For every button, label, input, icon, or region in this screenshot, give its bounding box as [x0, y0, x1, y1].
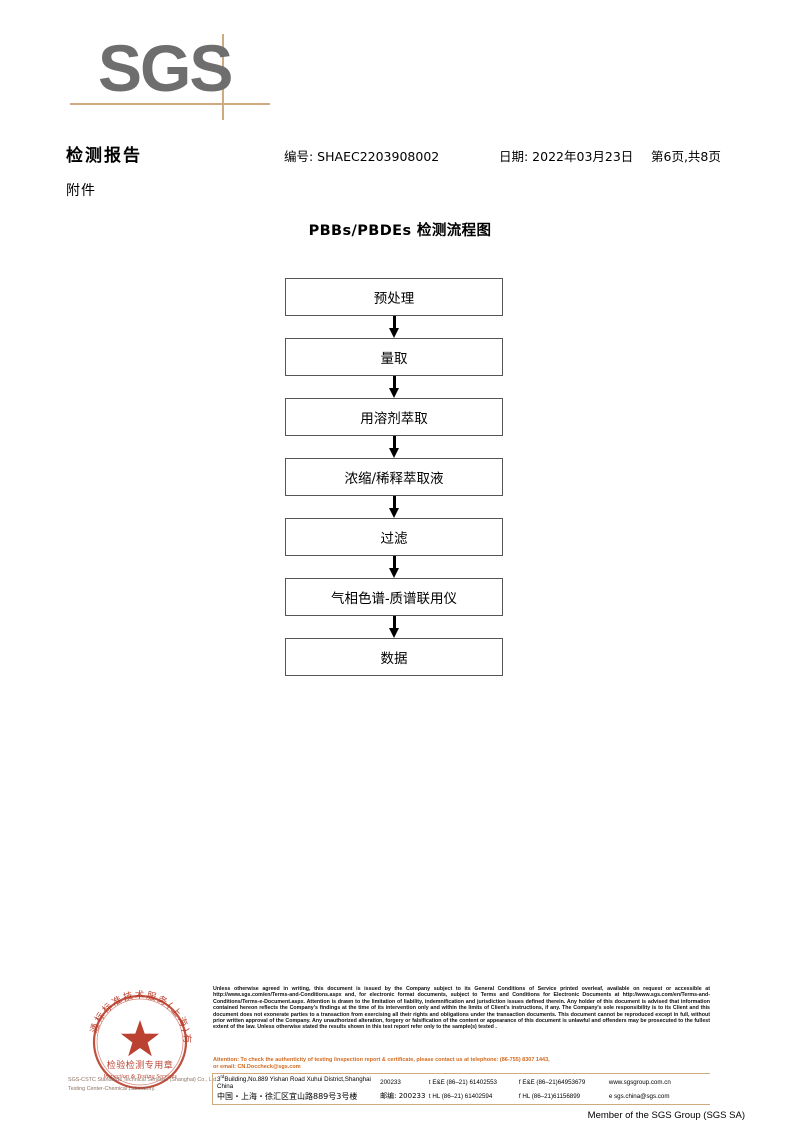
company-seal-stamp: 通标标准技术服务(上海)有限公司 检验检测专用章 Inspection & Te… [84, 986, 196, 1098]
arrow-shaft [392, 556, 396, 571]
flow-arrow [285, 496, 503, 518]
flow-arrow [285, 616, 503, 638]
address-en-text: Building,No.889 Yishan Road Xuhui Distri… [217, 1076, 371, 1091]
sgs-logo: SGS [70, 31, 270, 120]
flow-arrow [285, 376, 503, 398]
arrow-head-icon [388, 448, 399, 458]
flow-step-measure: 量取 [285, 338, 503, 376]
flow-step-solvent-extraction: 用溶剂萃取 [285, 398, 503, 436]
flow-step-label: 数据 [380, 651, 408, 667]
address-row-cn: 中国・上海・徐汇区宜山路889号3号楼 邮编: 200233 t HL (86–… [217, 1089, 712, 1103]
address-en-prefix: 3 [217, 1076, 221, 1084]
arrow-head-icon [388, 628, 399, 638]
fax-ee: f E&E (86–21)64953679 [518, 1078, 586, 1086]
attention-notice: Attention: To check the authenticity of … [213, 1057, 710, 1070]
flow-step-label: 气相色谱-质谱联用仪 [330, 591, 458, 607]
arrow-head-icon [388, 508, 399, 518]
address-en: 3rdBuilding,No.889 Yishan Road Xuhui Dis… [217, 1074, 380, 1090]
flow-step-label: 量取 [380, 351, 408, 367]
zip-en: 200233 [380, 1078, 401, 1086]
flowchart: 预处理 量取 用溶剂萃取 浓缩/稀释萃取液 过滤 气相色谱-质谱联用仪 数据 [285, 278, 503, 676]
flow-step-gcms: 气相色谱-质谱联用仪 [285, 578, 503, 616]
flow-step-label: 用溶剂萃取 [360, 411, 428, 427]
flow-step-label: 过滤 [380, 531, 408, 547]
arrow-shaft [392, 316, 396, 331]
address-top-rule [213, 1073, 710, 1074]
flow-step-data: 数据 [285, 638, 503, 676]
address-left-rule [212, 1073, 213, 1105]
attention-line-1: Attention: To check the authenticity of … [213, 1057, 550, 1063]
arrow-head-icon [388, 568, 399, 578]
address-block: 3rdBuilding,No.889 Yishan Road Xuhui Dis… [217, 1074, 712, 1103]
page-indicator: 第6页,共8页 [651, 149, 721, 164]
arrow-shaft [392, 376, 396, 391]
logo-vertical-rule [222, 34, 224, 120]
legal-disclaimer: Unless otherwise agreed in writing, this… [213, 986, 710, 1031]
legal-paragraph: Unless otherwise agreed in writing, this… [213, 986, 710, 1031]
report-date: 日期: 2022年03月23日 [499, 149, 634, 164]
flow-step-label: 浓缩/稀释萃取液 [344, 471, 444, 487]
fax-hl: f HL (86–21)61156899 [518, 1092, 581, 1100]
arrow-shaft [392, 496, 396, 511]
flow-arrow [285, 316, 503, 338]
arrow-shaft [392, 436, 396, 451]
address-en-superscript: rd [220, 1073, 225, 1079]
page-title: 检测报告 [66, 146, 142, 166]
logo-horizontal-rule [70, 103, 270, 105]
address-row-en: 3rdBuilding,No.889 Yishan Road Xuhui Dis… [217, 1074, 712, 1090]
address-bottom-rule [213, 1104, 710, 1106]
flow-step-pretreatment: 预处理 [285, 278, 503, 316]
tel-hl: t HL (86–21) 61402594 [428, 1092, 493, 1100]
member-of-sgs-group: Member of the SGS Group (SGS SA) [587, 1110, 745, 1121]
seal-company-name: SGS-CSTC Standards Technical Services (S… [68, 1077, 218, 1092]
arrow-shaft [392, 616, 396, 631]
address-cn: 中国・上海・徐汇区宜山路889号3号楼 [217, 1091, 358, 1101]
page-subtitle: 附件 [66, 183, 96, 199]
svg-text:Inspection & Testing Services: Inspection & Testing Services [102, 1073, 177, 1080]
flow-step-filtration: 过滤 [285, 518, 503, 556]
svg-text:检验检测专用章: 检验检测专用章 [107, 1059, 174, 1071]
seal-svg: 通标标准技术服务(上海)有限公司 检验检测专用章 Inspection & Te… [84, 986, 192, 1090]
attention-line-2: or email: CN.Doccheck@sgs.com [213, 1063, 301, 1070]
flow-step-label: 预处理 [373, 291, 415, 307]
logo-wordmark: SGS [98, 31, 233, 105]
tel-ee: t E&E (86–21) 61402553 [428, 1078, 497, 1086]
flow-arrow [285, 556, 503, 578]
website-url[interactable]: www.sgsgroup.com.cn [608, 1078, 671, 1086]
arrow-head-icon [388, 328, 399, 338]
flowchart-title: PBBs/PBDEs 检测流程图 [308, 223, 492, 239]
flow-arrow [285, 436, 503, 458]
zip-cn: 邮编: 200233 [380, 1092, 426, 1100]
arrow-head-icon [388, 388, 399, 398]
report-number: 编号: SHAEC2203908002 [284, 149, 440, 164]
flow-step-concentrate-dilute: 浓缩/稀释萃取液 [285, 458, 503, 496]
email-address[interactable]: e sgs.china@sgs.com [608, 1092, 670, 1100]
